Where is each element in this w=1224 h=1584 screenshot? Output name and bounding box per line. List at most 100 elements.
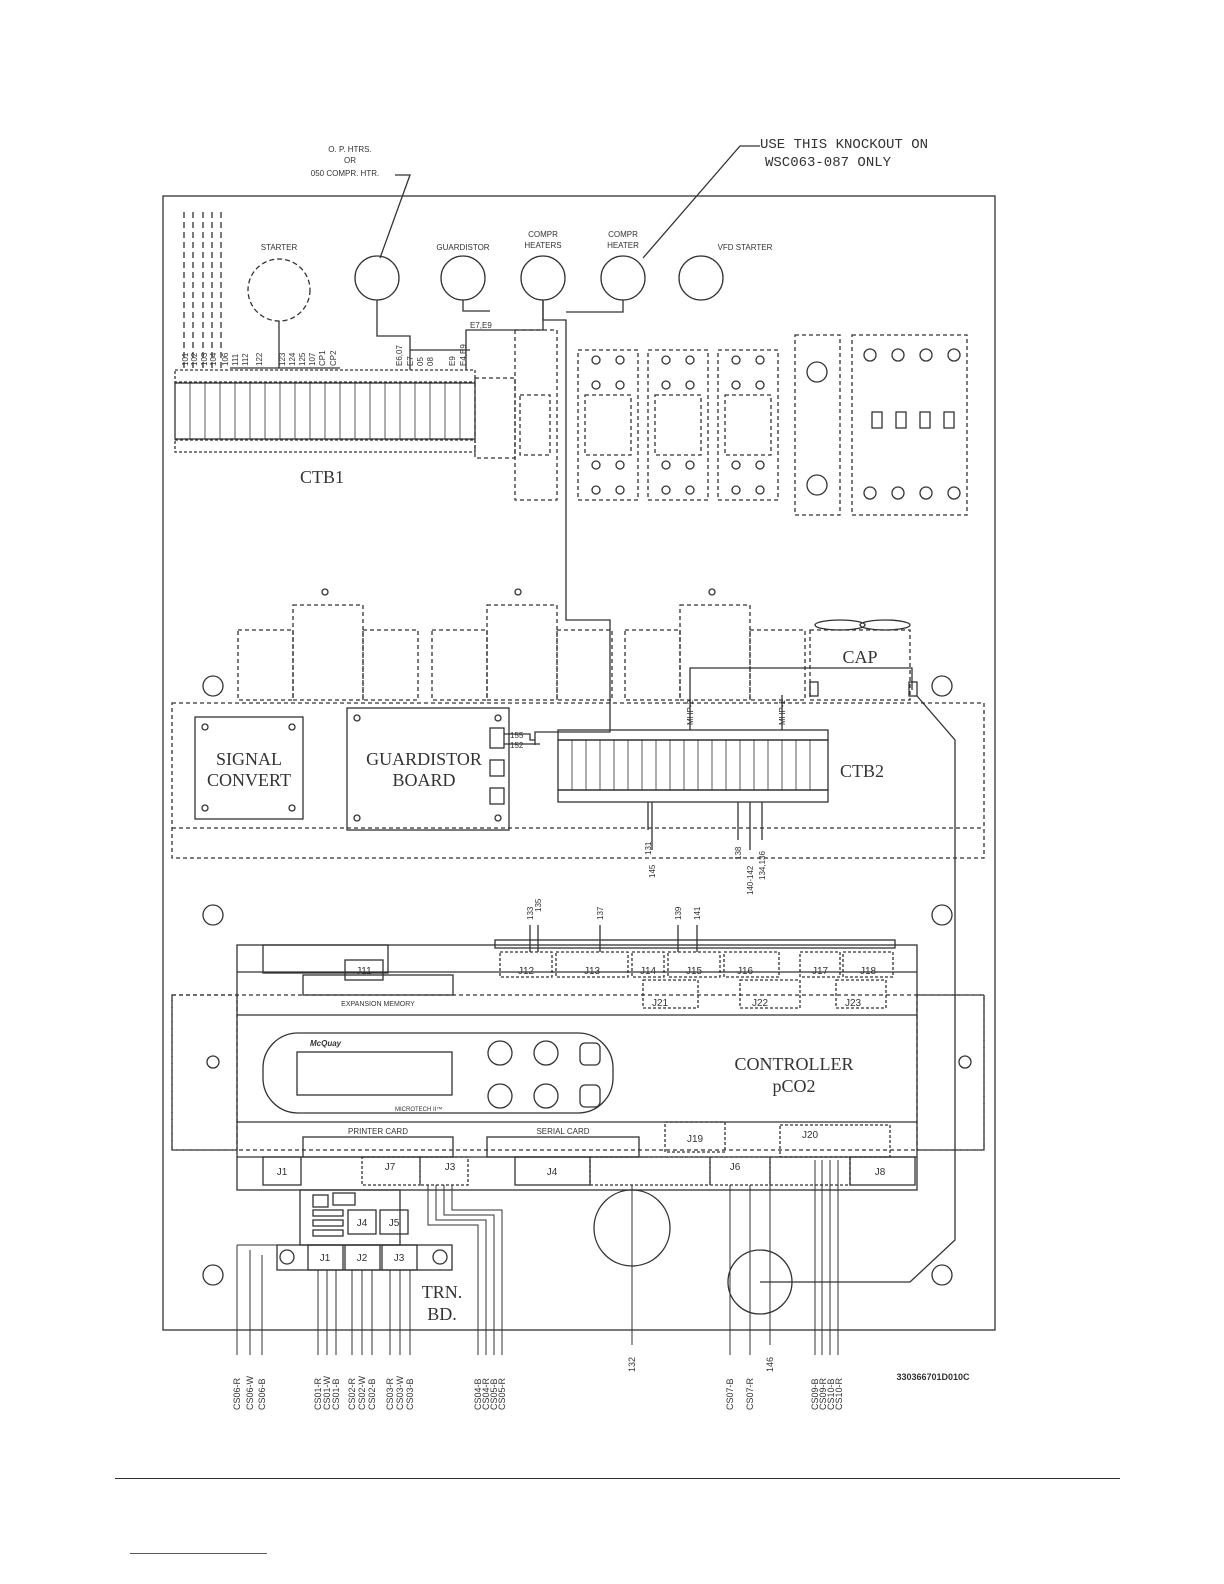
knockout-note-line2: WSC063-087 ONLY: [765, 155, 892, 171]
ctb1-wire: 08: [426, 357, 435, 366]
ctb1-wire: 111: [231, 353, 240, 366]
bottom-wire: CS10-R: [834, 1377, 844, 1410]
connector-j20: J20: [802, 1130, 819, 1141]
bottom-wire: CS09-R: [818, 1377, 828, 1410]
trn-bd-line2: BD.: [427, 1304, 457, 1324]
serial-card-label: SERIAL CARD: [536, 1127, 589, 1136]
ctb1-wire: E4,E9: [459, 344, 468, 366]
bottom-wire: CS03-W: [395, 1375, 405, 1410]
ctb1-wire: CP1: [318, 350, 327, 366]
connector-j18: J18: [860, 966, 877, 977]
connector-wire: 135: [534, 898, 543, 912]
connector-j16: J16: [737, 966, 754, 977]
ctb1-wire: 112: [241, 353, 250, 366]
ctb1-wire: 106: [221, 352, 230, 366]
ctb1-wire: 123: [278, 352, 287, 366]
bottom-wire: CS05-B: [489, 1378, 499, 1410]
connector-wire: 137: [596, 906, 605, 920]
bottom-wire: CS03-B: [405, 1378, 415, 1410]
bottom-wire: CS05-R: [497, 1377, 507, 1410]
compr-heater-label-1: COMPR: [608, 230, 638, 239]
op-heater-knockout: [354, 255, 400, 301]
controller-line2: pCO2: [772, 1076, 815, 1096]
bottom-wire: CS04-R: [481, 1377, 491, 1410]
bottom-wire: CS02-W: [357, 1375, 367, 1410]
starter-label: STARTER: [261, 243, 298, 252]
bottom-wire: CS10-B: [826, 1378, 836, 1410]
compr-heater-knockout: [600, 255, 646, 301]
guardistor-board-line1: GUARDISTOR: [366, 749, 482, 769]
connector-j7: J7: [385, 1162, 396, 1173]
connector-j19: J19: [687, 1134, 704, 1145]
connector-j22: J22: [752, 998, 769, 1009]
connector-j21: J21: [652, 998, 669, 1009]
bottom-wire: 146: [765, 1357, 775, 1372]
bottom-wire: CS02-R: [347, 1377, 357, 1410]
trn-connector-j2: J2: [357, 1253, 368, 1264]
bottom-wire: CS06-W: [245, 1375, 255, 1410]
ctb1-wire: 101: [181, 352, 190, 366]
compr-heaters-label-1: COMPR: [528, 230, 558, 239]
cap-label: CAP: [842, 647, 877, 667]
ctb1-wire: 05: [416, 357, 425, 366]
compr-heater-label-2: HEATER: [607, 241, 639, 250]
footer-rule: [115, 1478, 1120, 1479]
connector-j23: J23: [845, 998, 862, 1009]
ctb2-bottom-wire: 140-142: [746, 865, 755, 895]
trn-bd-line1: TRN.: [422, 1282, 463, 1302]
bottom-wire: CS01-R: [313, 1377, 323, 1410]
bottom-wire: CS01-B: [331, 1378, 341, 1410]
connector-j15: J15: [686, 966, 703, 977]
drawing-number: 330366701D010C: [896, 1372, 970, 1382]
trn-connector-j3: J3: [394, 1253, 405, 1264]
ctb2-bottom-wire: 134,136: [758, 851, 767, 880]
ctb1-wire: E9: [448, 356, 457, 366]
op-heaters-line1: O. P. HTRS.: [328, 145, 371, 154]
ctb1-wire: 107: [308, 352, 317, 366]
bottom-wire: CS07-B: [725, 1378, 735, 1410]
ctb1-wire: CP2: [329, 350, 338, 366]
brand-logo: McQuay: [310, 1039, 342, 1048]
knockout-note-line1: USE THIS KNOCKOUT ON: [760, 137, 928, 153]
controller-line1: CONTROLLER: [735, 1054, 854, 1074]
op-heaters-line2: OR: [344, 156, 356, 165]
connector-j14: J14: [640, 966, 657, 977]
bottom-wire: CS06-B: [257, 1378, 267, 1410]
page-link[interactable]: [130, 1553, 267, 1554]
ctb1-wire: E6,07: [395, 345, 404, 366]
connector-j12: J12: [518, 966, 535, 977]
vfd-starter-label: VFD STARTER: [718, 243, 773, 252]
ctb1-wire: 124: [288, 352, 297, 366]
ctb2-bottom-wire: 145: [648, 864, 657, 878]
panel-outline: [162, 195, 996, 1331]
connector-j13: J13: [584, 966, 601, 977]
op-heaters-line3: 050 COMPR. HTR.: [311, 169, 379, 178]
ctb1-bus-label: E7,E9: [470, 321, 492, 330]
connector-j17: J17: [812, 966, 829, 977]
bottom-wire: CS04-B: [473, 1378, 483, 1410]
starter-knockout: [247, 258, 311, 322]
ctb1-wire: E7: [406, 356, 415, 366]
connector-wire: 133: [526, 906, 535, 920]
signal-convert-line2: CONVERT: [207, 770, 291, 790]
signal-convert-line1: SIGNAL: [216, 749, 282, 769]
bottom-wire: CS02-B: [367, 1378, 377, 1410]
ctb2-bottom-wire: 131: [644, 841, 653, 855]
connector-j4: J4: [547, 1167, 558, 1178]
ctb1-wire: 122: [255, 352, 264, 366]
connector-j6: J6: [730, 1162, 741, 1173]
connector-j3: J3: [445, 1162, 456, 1173]
connector-j8: J8: [875, 1167, 886, 1178]
bottom-wire: CS06-R: [232, 1377, 242, 1410]
bottom-wire: CS09-B: [810, 1378, 820, 1410]
compr-heaters-knockout: [520, 255, 566, 301]
ctb1-wire: 103: [200, 352, 209, 366]
ctb2-top-wire: MHP-1: [778, 700, 787, 725]
trn-connector-j5: J5: [389, 1218, 400, 1229]
guardistor-knockout: [440, 255, 486, 301]
guardistor-pin: 152: [510, 741, 524, 750]
guardistor-pin: 155: [510, 731, 524, 740]
compr-heaters-label-2: HEATERS: [524, 241, 561, 250]
connector-wire: 139: [674, 906, 683, 920]
